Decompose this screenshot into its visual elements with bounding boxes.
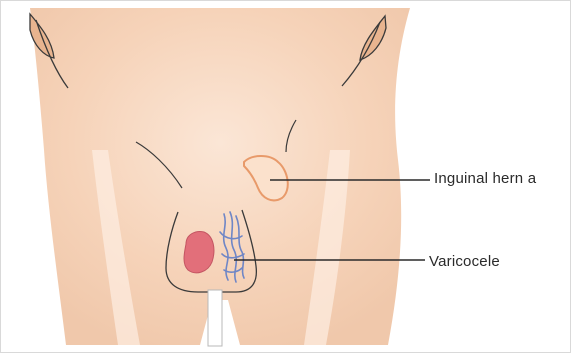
inguinal-hernia-label: Inguinal hern a (434, 170, 536, 188)
varicocele-label: Varicocele (429, 253, 500, 271)
shaft (208, 290, 222, 346)
testis (184, 232, 214, 273)
